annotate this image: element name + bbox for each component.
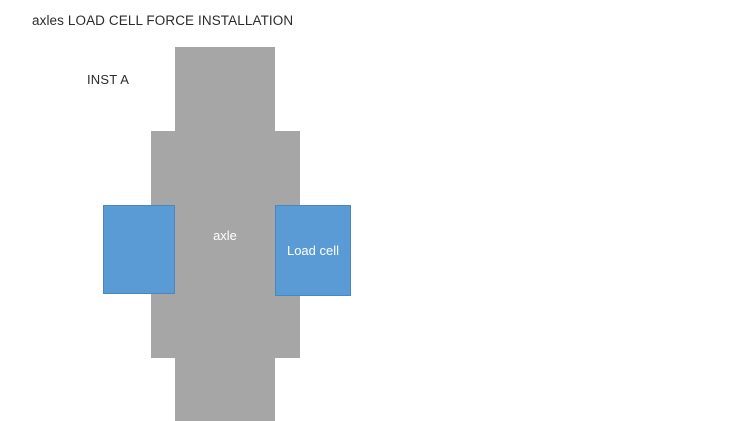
load-cell-left — [103, 205, 175, 294]
page-title: axles LOAD CELL FORCE INSTALLATION — [32, 13, 294, 28]
load-cell-right: Load cell — [275, 205, 351, 296]
instance-label: INST A — [87, 72, 130, 87]
axle-label: axle — [213, 228, 237, 243]
load-cell-right-label: Load cell — [286, 243, 340, 258]
